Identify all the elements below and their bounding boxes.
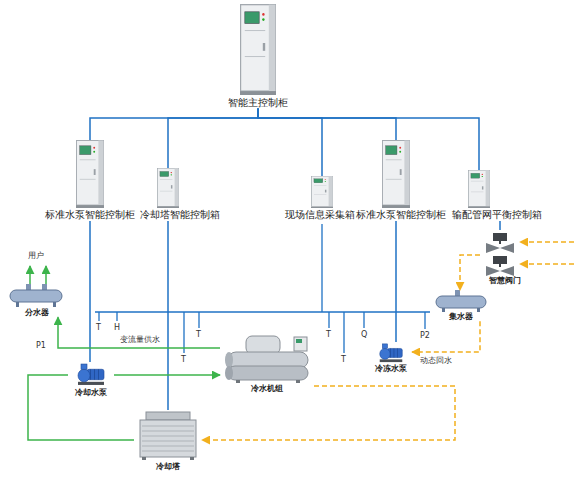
edge-label: 动态回水 <box>419 356 453 365</box>
sensor-tag: H <box>114 324 120 333</box>
node-label: 冷冻水泵 <box>375 364 407 373</box>
main-control-cabinet: 智能主控制柜 <box>214 4 302 109</box>
node-label: 智能主控制柜 <box>228 97 288 109</box>
network-balance-box: 输配管网平衡控制箱 <box>450 170 544 221</box>
cooling-pump: 冷却水泵 <box>68 362 114 397</box>
cooling-tower: 冷却塔 <box>134 410 202 471</box>
water-pipe <box>412 321 480 352</box>
signal-line <box>89 221 91 362</box>
edge-label: 变流量供水 <box>119 335 161 344</box>
signal-line <box>499 221 501 230</box>
field-info-box: 现场信息采集箱 <box>283 176 357 221</box>
node-label: 冷却塔智能控制箱 <box>140 210 220 221</box>
user-label: 用户 <box>28 252 44 261</box>
water-pipe <box>58 317 220 348</box>
node-label: 集水器 <box>449 312 473 321</box>
node-label: 现场信息采集箱 <box>285 210 355 221</box>
node-label: 冷水机组 <box>251 384 283 393</box>
node-label: 输配管网平衡控制箱 <box>452 210 542 221</box>
pump-control-cabinet: 标准水泵智能控制柜 <box>354 140 448 221</box>
chilled-pump: 冷冻水泵 <box>370 342 412 373</box>
signal-line <box>167 221 169 410</box>
chiller-unit: 冷水机组 <box>220 332 314 393</box>
node-label: 冷却塔 <box>156 462 180 471</box>
water-pipe <box>114 374 220 376</box>
node-label: 冷却水泵 <box>75 388 107 397</box>
sensor-tag: T <box>196 331 201 340</box>
return-header: 集水器 <box>432 290 490 321</box>
node-label: 智慧阀门 <box>489 276 521 285</box>
signal-line <box>258 109 479 171</box>
sensor-tag: T <box>341 356 346 365</box>
sensor-tag: P1 <box>36 342 46 351</box>
sensor-tag: Q <box>361 331 367 340</box>
smart-valve: 智慧阀门 <box>480 230 530 285</box>
sensor-tag: P2 <box>420 332 430 341</box>
signal-line <box>258 109 396 141</box>
sensor-tag: T <box>181 356 186 365</box>
sensor-tag: T <box>96 324 101 333</box>
tower-control-box: 冷却塔智能控制箱 <box>138 168 222 221</box>
signal-line <box>168 109 258 169</box>
water-pipe <box>28 375 134 440</box>
node-label: 标准水泵智能控制柜 <box>45 210 135 221</box>
water-pipe <box>202 386 455 440</box>
water-pipe <box>460 255 480 290</box>
signal-line <box>395 221 397 342</box>
node-label: 标准水泵智能控制柜 <box>356 210 446 221</box>
node-label: 分水器 <box>25 308 49 317</box>
sensor-tag: T <box>326 331 331 340</box>
signal-line <box>90 109 258 141</box>
pump-control-cabinet: 标准水泵智能控制柜 <box>43 140 137 221</box>
supply-header: 分水器 <box>8 284 66 317</box>
